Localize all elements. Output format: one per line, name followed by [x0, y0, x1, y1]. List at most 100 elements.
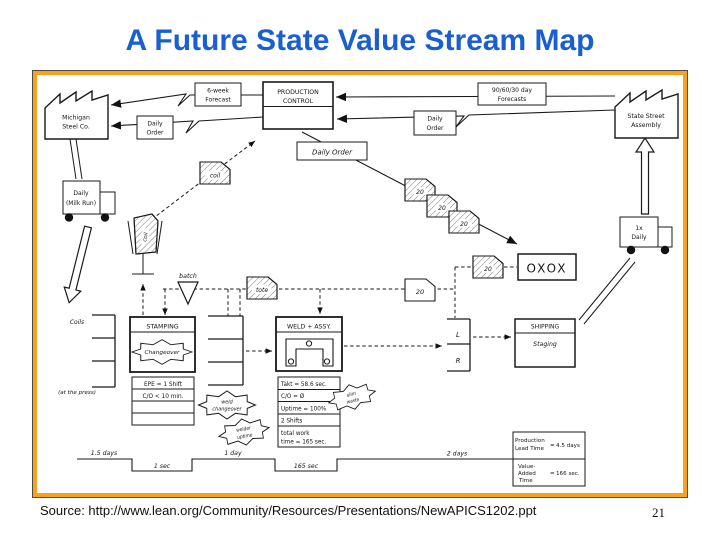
delivery-arrow-to-customer — [634, 136, 656, 215]
stamping-process-box: STAMPING Changeover — [129, 316, 196, 373]
changeover-burst-text: Changeover — [144, 350, 180, 356]
daily-order-left-line1: Daily — [147, 121, 163, 128]
kanban-20-batch-1: 20 — [404, 178, 436, 202]
weld-changeover-burst: weld changeover — [198, 390, 256, 420]
weld-data-work2: time = 165 sec. — [281, 440, 326, 446]
tote-kanban-card: tote — [246, 276, 278, 300]
timeline-seg-3: 1 day — [224, 450, 242, 457]
coil-kanban-card: coil — [199, 161, 231, 185]
production-control-line2: CONTROL — [283, 98, 314, 105]
shipping-box: SHIPPING Staging — [514, 318, 576, 368]
forecasts-line2: Forecasts — [498, 96, 527, 103]
timeline-seg-1: 1.5 days — [91, 450, 118, 457]
coil-kanban-post: coil — [127, 213, 163, 275]
daily-truck-line1: 1x — [635, 225, 643, 232]
value-added-eq: = — [550, 471, 555, 477]
lead-time-eq: = — [550, 443, 555, 449]
weld-data-work1: total work — [281, 431, 310, 437]
forecasts-label: 90/60/30 day Forecasts — [477, 82, 547, 106]
shipping-truck-link-2 — [583, 261, 636, 325]
kanban-20-text: 20 — [460, 221, 468, 228]
wheel — [626, 245, 636, 255]
customer-factory-icon: State Street Assembly — [614, 89, 679, 139]
daily-truck-line2: Daily — [631, 234, 647, 241]
supplier-name-line1: Michigan — [62, 115, 90, 122]
daily-order-right-line2: Order — [426, 125, 444, 132]
welder-uptime-line2: uptime — [237, 432, 254, 441]
weld-data-box: Takt = 58.6 sec. C/O = Ø Uptime = 100% 2… — [277, 376, 341, 448]
six-week-line1: 6-week — [207, 88, 229, 95]
supplier-truck-link-2 — [75, 138, 83, 180]
kanban-20-heijunka: 20 — [472, 255, 504, 279]
daily-order-center-label: Daily Order — [296, 141, 368, 161]
weld-data-co: C/O = Ø — [281, 393, 305, 400]
lead-time-label2: Lead Time — [515, 446, 544, 452]
daily-order-right-label: Daily Order — [413, 110, 457, 136]
timeline-seg-5: 2 days — [447, 451, 468, 458]
operator-icon — [323, 358, 331, 365]
coils-label: Coils — [70, 319, 84, 326]
six-week-line2: Forecast — [205, 97, 231, 104]
milk-run-line2: (Milk Run) — [66, 200, 96, 207]
changeover-burst: Changeover — [131, 339, 193, 365]
lead-time-value: 4.5 days — [556, 443, 580, 449]
kanban-holder — [127, 220, 163, 255]
kanban-20-text: 20 — [416, 189, 424, 196]
stamping-data-epe: EPE = 1 Shift — [144, 382, 183, 388]
weld-changeover-line1: weld — [221, 399, 233, 405]
work-cell-icon — [285, 338, 334, 367]
operator-icon — [287, 358, 295, 365]
daily-order-right-line1: Daily — [427, 116, 443, 123]
operator-icon — [305, 340, 313, 347]
stamping-data-box: EPE = 1 Shift C/O < 10 min. — [131, 376, 195, 426]
weld-process-box: WELD + ASSY. — [275, 316, 343, 372]
supermarket-shelf — [208, 315, 244, 386]
kanban-20-batch-3: 20 — [448, 210, 480, 234]
kanban-20-text: 20 — [438, 205, 446, 212]
lead-time-box: Production Lead Time = 4.5 days Value- A… — [512, 431, 586, 487]
coil-kanban-line — [146, 140, 256, 224]
at-the-press-label: (at the press) — [58, 390, 96, 396]
wheel — [64, 213, 74, 222]
weld-data-takt: Takt = 58.6 sec. — [280, 382, 327, 388]
lane-l-label: L — [456, 331, 460, 339]
timeline-line — [77, 458, 513, 472]
stamping-title: STAMPING — [146, 324, 178, 331]
kanban-20-text: 20 — [416, 288, 424, 296]
kanban-20-plain: 20 — [404, 278, 436, 302]
weld-data-shifts: 2 Shifts — [281, 419, 302, 425]
coil-kanban-text: coil — [210, 173, 221, 180]
delivery-arrow-to-coils — [63, 225, 93, 304]
six-week-forecast-label: 6-week Forecast — [194, 82, 242, 107]
milk-run-line1: Daily — [73, 190, 89, 197]
weld-title: WELD + ASSY. — [287, 324, 331, 331]
elim-waste-line1: elim — [346, 390, 357, 399]
milk-run-truck-icon: Daily (Milk Run) — [62, 180, 116, 222]
value-added-label1: Value- — [518, 464, 535, 470]
timeline-seg-2: 1 sec — [154, 463, 171, 470]
diagram-frame: Michigan Steel Co. State Street Assembly… — [33, 71, 687, 497]
forecasts-line1: 90/60/30 day — [492, 87, 532, 94]
production-control-line1: PRODUCTION — [277, 89, 319, 96]
wheel — [660, 245, 670, 255]
coil-post-text: coil — [142, 232, 150, 243]
info-arrow-forecasts-from-customer — [335, 92, 616, 102]
value-stream-map: Michigan Steel Co. State Street Assembly… — [44, 81, 679, 487]
daily-order-left-line2: Order — [146, 130, 164, 137]
value-added-label2: Added — [518, 471, 536, 477]
weld-data-uptime: Uptime = 100% — [281, 407, 327, 413]
value-added-value: 166 sec. — [556, 471, 580, 477]
source-text: Source: http://www.lean.org/Community/Re… — [40, 503, 537, 518]
daily-order-left-label: Daily Order — [136, 115, 174, 140]
welder-uptime-line1: welder — [236, 425, 253, 434]
batch-label: batch — [179, 272, 197, 280]
lead-time-label1: Production — [515, 438, 545, 444]
production-control-box: PRODUCTION CONTROL — [262, 81, 334, 130]
batch-kanban-triangle — [177, 281, 199, 306]
hollow-arrow-shape — [63, 225, 93, 304]
weld-changeover-line2: changeover — [212, 406, 242, 412]
elim-waste-burst: elim waste — [325, 378, 379, 416]
value-added-label3: Time — [518, 478, 533, 484]
wheel — [100, 213, 110, 222]
